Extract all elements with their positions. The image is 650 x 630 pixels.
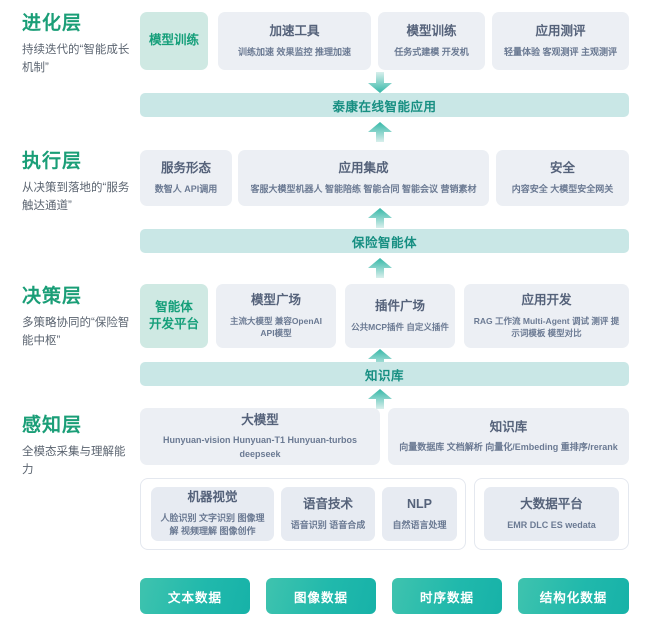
chip-text-data[interactable]: 文本数据 xyxy=(140,578,250,614)
card-agent-dev-platform-accent[interactable]: 智能体 开发平台 xyxy=(140,284,208,348)
card-subtitle: Hunyuan-vision Hunyuan-T1 Hunyuan-turbos… xyxy=(162,435,357,459)
layer-title-execution: 执行层 xyxy=(22,151,83,172)
card-model-training[interactable]: 模型训练 任务式建模 开发机 xyxy=(378,12,485,70)
layer-label-evolution: 进化层 持续迭代的“智能成长机制” xyxy=(22,12,134,77)
card-machine-vision[interactable]: 机器视觉 人脸识别 文字识别 图像理解 视频理解 图像创作 xyxy=(151,487,274,541)
card-subtitle: EMR DLC ES wedata xyxy=(507,519,596,530)
card-nlp[interactable]: NLP 自然语言处理 xyxy=(382,487,457,541)
card-title: 模型训练 xyxy=(148,33,199,48)
card-title: 插件广场 xyxy=(374,299,425,314)
card-subtitle: 内容安全 大模型安全网关 xyxy=(511,183,614,194)
card-title: 知识库 xyxy=(489,419,528,434)
arrow-up-kb-to-decision xyxy=(367,348,393,370)
card-title: 服务形态 xyxy=(160,161,211,175)
card-big-data-platform[interactable]: 大数据平台 EMR DLC ES wedata xyxy=(484,487,619,541)
card-title: 机器视觉 xyxy=(187,490,238,505)
banner-knowledge-base: 知识库 xyxy=(140,362,629,386)
card-subtitle: 向量数据库 文档解析 向量化/Embeding 重排序/rerank xyxy=(399,442,618,452)
banner-taikang-online-ai-app: 泰康在线智能应用 xyxy=(140,93,629,117)
chip-label: 结构化数据 xyxy=(539,590,608,605)
layer-subtitle-evolution: 持续迭代的“智能成长机制” xyxy=(22,43,130,74)
card-title: 安全 xyxy=(549,161,575,175)
card-subtitle: 客服大模型机器人 智能陪练 智能合同 智能会议 营销素材 xyxy=(250,183,477,194)
card-large-model[interactable]: 大模型 Hunyuan-vision Hunyuan-T1 Hunyuan-tu… xyxy=(140,408,380,465)
card-subtitle: 自然语言处理 xyxy=(392,519,447,530)
card-title: 智能体 开发平台 xyxy=(148,299,199,332)
card-title: NLP xyxy=(407,497,432,511)
banner-label: 知识库 xyxy=(364,368,404,383)
card-subtitle: 公共MCP插件 自定义插件 xyxy=(351,321,449,332)
card-title: 大模型 xyxy=(241,412,279,427)
layer-title-decision: 决策层 xyxy=(22,286,83,307)
card-application-evaluation[interactable]: 应用测评 轻量体验 客观测评 主观测评 xyxy=(492,12,629,70)
card-service-form[interactable]: 服务形态 数智人 API调用 xyxy=(140,150,232,206)
layer-subtitle-execution: 从决策到落地的“服务触达通道” xyxy=(22,181,130,212)
card-subtitle: 语音识别 语音合成 xyxy=(290,519,366,530)
card-title: 大数据平台 xyxy=(520,497,583,511)
banner-label: 泰康在线智能应用 xyxy=(332,99,437,114)
card-evolution-model-training-accent[interactable]: 模型训练 xyxy=(140,12,208,70)
card-application-integration[interactable]: 应用集成 客服大模型机器人 智能陪练 智能合同 智能会议 营销素材 xyxy=(238,150,489,206)
layer-subtitle-decision: 多策略协同的“保险智能中枢” xyxy=(22,316,130,347)
card-subtitle: 主流大模型 兼容OpenAI API模型 xyxy=(229,315,323,339)
card-acceleration-tools[interactable]: 加速工具 训练加速 效果监控 推理加速 xyxy=(218,12,371,70)
layer-label-perception: 感知层 全模态采集与理解能力 xyxy=(22,414,134,479)
card-subtitle: 训练加速 效果监控 推理加速 xyxy=(237,46,351,57)
chip-structured-data[interactable]: 结构化数据 xyxy=(518,578,629,614)
card-subtitle: 人脸识别 文字识别 图像理解 视频理解 图像创作 xyxy=(160,512,265,537)
arrow-up-agent-stack xyxy=(367,257,393,279)
chip-image-data[interactable]: 图像数据 xyxy=(266,578,376,614)
card-title: 模型广场 xyxy=(250,293,301,307)
card-subtitle: 任务式建模 开发机 xyxy=(394,46,469,57)
card-title: 应用测评 xyxy=(535,24,586,38)
layer-subtitle-perception: 全模态采集与理解能力 xyxy=(22,445,126,476)
card-title: 模型训练 xyxy=(406,24,457,38)
card-subtitle: 轻量体验 客观测评 主观测评 xyxy=(503,46,617,57)
card-subtitle: 数智人 API调用 xyxy=(154,183,218,194)
card-application-development[interactable]: 应用开发 RAG 工作流 Multi-Agent 调试 测评 提示词模板 模型对… xyxy=(464,284,629,348)
layer-title-evolution: 进化层 xyxy=(22,13,83,34)
card-title: 加速工具 xyxy=(269,24,320,38)
card-title: 语音技术 xyxy=(302,497,353,511)
arrow-up-execution-to-app xyxy=(367,121,393,143)
card-model-plaza[interactable]: 模型广场 主流大模型 兼容OpenAI API模型 xyxy=(216,284,336,348)
card-speech-technology[interactable]: 语音技术 语音识别 语音合成 xyxy=(281,487,375,541)
banner-insurance-agent: 保险智能体 xyxy=(140,229,629,253)
chip-label: 图像数据 xyxy=(293,590,348,605)
card-security[interactable]: 安全 内容安全 大模型安全网关 xyxy=(496,150,629,206)
chip-label: 文本数据 xyxy=(167,590,222,605)
arrow-down-evolution-to-app xyxy=(367,72,393,94)
card-title: 应用集成 xyxy=(338,161,389,175)
layer-label-execution: 执行层 从决策到落地的“服务触达通道” xyxy=(22,150,134,215)
arrow-up-decision-to-agent xyxy=(367,207,393,229)
card-plugin-plaza[interactable]: 插件广场 公共MCP插件 自定义插件 xyxy=(345,284,455,348)
chip-label: 时序数据 xyxy=(419,590,474,605)
layer-title-perception: 感知层 xyxy=(22,415,83,436)
card-subtitle: RAG 工作流 Multi-Agent 调试 测评 提示词模板 模型对比 xyxy=(473,315,620,339)
card-title: 应用开发 xyxy=(521,293,572,307)
layer-label-decision: 决策层 多策略协同的“保险智能中枢” xyxy=(22,285,134,350)
chip-timeseries-data[interactable]: 时序数据 xyxy=(392,578,502,614)
card-knowledge-base[interactable]: 知识库 向量数据库 文档解析 向量化/Embeding 重排序/rerank xyxy=(388,408,629,465)
banner-label: 保险智能体 xyxy=(351,235,417,250)
arrow-up-perception-to-kb xyxy=(367,388,393,410)
